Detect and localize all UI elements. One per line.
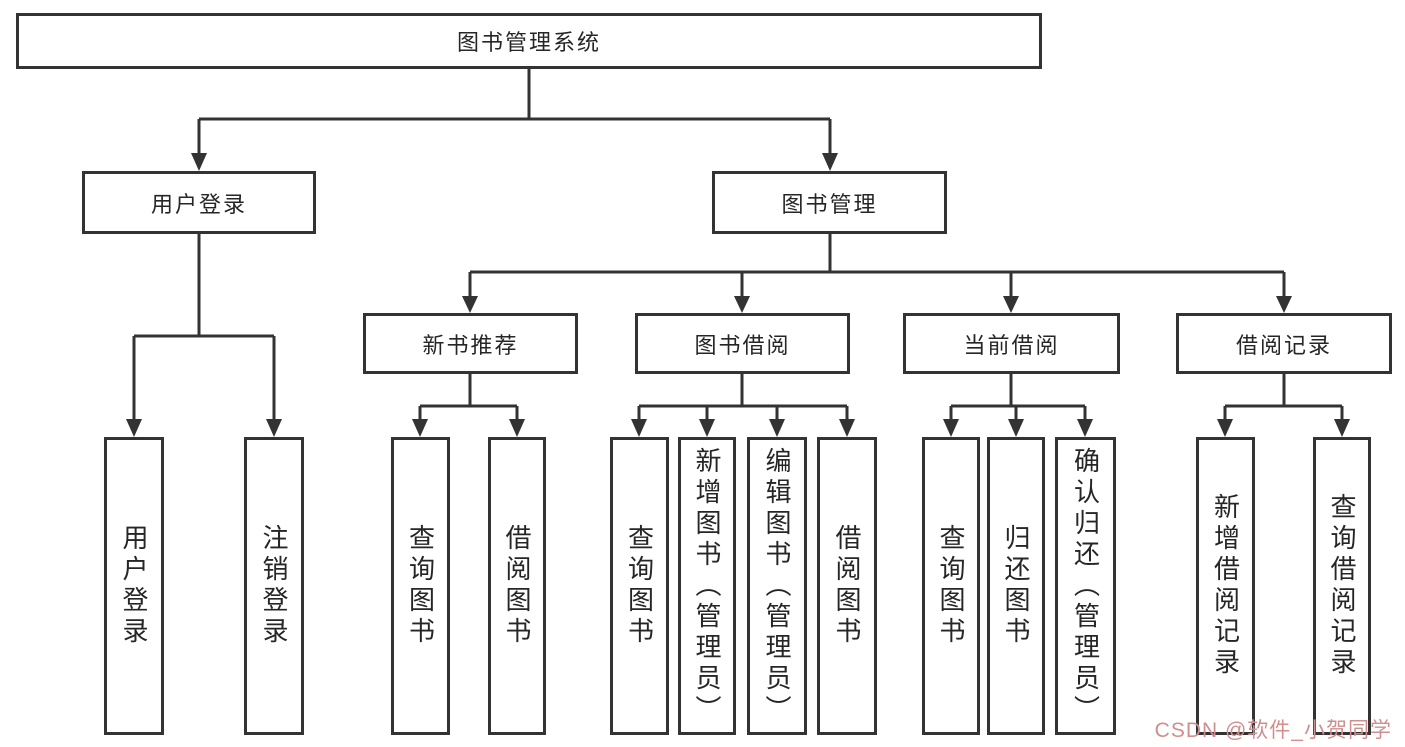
node-new-book-recommend: 新书推荐 [363,313,578,374]
leaf-newbook-query-books: 查询图书 [391,437,450,735]
watermark-text: CSDN @软件_小贺同学 [1154,719,1392,742]
leaf-newbook-borrow-books: 借阅图书 [488,437,546,735]
leaf-current-query-books: 查询图书 [922,437,980,735]
node-book-management: 图书管理 [712,171,947,234]
leaf-current-confirm-return-admin: 确认归还（管理员） [1055,437,1116,735]
leaf-records-query-record: 查询借阅记录 [1313,437,1371,735]
node-current-borrow: 当前借阅 [903,313,1120,374]
arrowhead-group [126,153,1350,437]
leaf-user-login: 用户登录 [104,437,164,735]
node-root-system: 图书管理系统 [16,13,1042,69]
leaf-current-return-books: 归还图书 [987,437,1045,735]
leaf-logout: 注销登录 [244,437,304,735]
node-borrow-records: 借阅记录 [1176,313,1392,374]
node-user-login: 用户登录 [82,171,316,234]
leaf-records-add-record: 新增借阅记录 [1196,437,1255,735]
node-book-borrow: 图书借阅 [635,313,850,374]
leaf-borrow-borrow-books: 借阅图书 [817,437,877,735]
leaf-borrow-query-books: 查询图书 [610,437,669,735]
leaf-borrow-edit-books-admin: 编辑图书（管理员） [747,437,807,735]
leaf-borrow-add-books-admin: 新增图书（管理员） [678,437,736,735]
